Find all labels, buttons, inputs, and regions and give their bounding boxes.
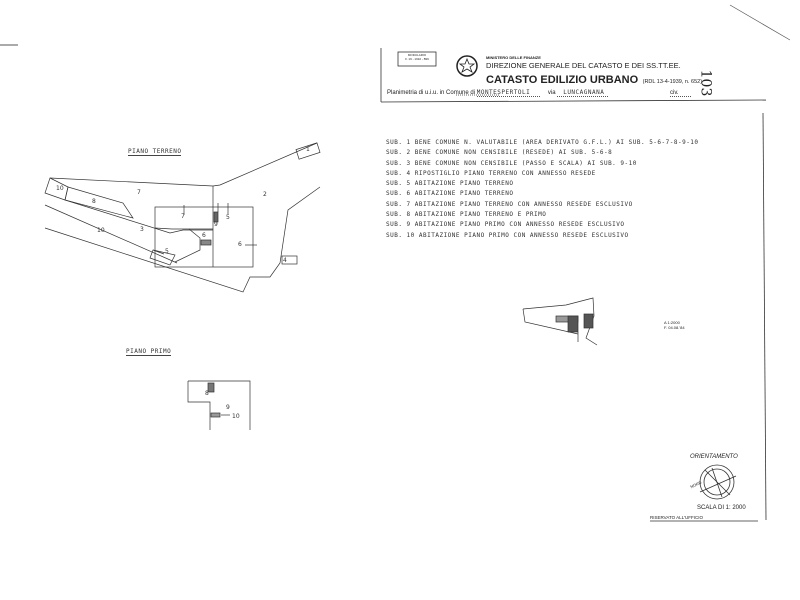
first-floor-title: PIANO PRIMO [126,348,172,356]
legend-item: SUB. 7 ABITAZIONE PIANO TERRENO CON ANNE… [386,200,633,208]
planimetria-label: Planimetria di u.i.u. in Comune di [387,90,476,96]
label-sub-6: 6 [202,232,206,239]
label-sub-10: 10 [56,185,64,192]
label-sub-6b: 6 [238,241,242,248]
legend-item: SUB. 10 ABITAZIONE PIANO PRIMO CON ANNES… [386,231,629,239]
ground-floor-labels: 1 2 3 4 5 5 6 6 7 7 8 9 10 10 [56,146,310,264]
header-frame [380,48,767,521]
civ-label: civ. [670,90,691,97]
legend-item: SUB. 5 ABITAZIONE PIANO TERRENO [386,180,514,188]
compass-rose-icon [699,464,737,500]
label-sub-7b: 7 [181,213,185,220]
comune-value: MONTESPERTOLI [476,89,541,97]
handwritten-number: 103 [697,69,714,97]
label-sub-1: 1 [306,146,310,153]
law-ref: (RDL 13-4-1939, n. 652) [642,79,703,85]
legend-item: SUB. 4 RIPOSTIGLIO PIANO TERRENO CON ANN… [386,169,596,177]
label-sub-9: 9 [214,221,218,228]
via-label: via [547,90,556,96]
orientation-title: ORIENTAMENTO [690,454,738,460]
first-floor-plan [187,380,251,430]
label-sub-3: 3 [140,226,144,233]
label-sub-5: 5 [226,214,230,221]
label-sub-8: 8 [92,198,96,205]
form-code-line2: F. 19 - 1910 - 899 [405,57,429,61]
legend-item: SUB. 3 BENE COMUNE NON CENSIBILE (PASSO … [386,159,637,167]
label-sub-2: 2 [263,191,267,198]
label-sub-5b: 5 [165,248,169,255]
label-sub-8-first: 8 [205,390,209,397]
legend-item: SUB. 1 BENE COMUNE N. VALUTABILE (AREA D… [386,139,699,146]
reserved-label: RISERVATO ALL'UFFICIO [650,515,704,520]
legend-item: SUB. 6 ABITAZIONE PIANO TERRENO [386,190,514,198]
location-note: A 1:2000 F. 04.08.'84 [664,320,685,330]
label-sub-10-first: 10 [232,413,240,420]
document-title: CATASTO EDILIZIO URBANO (RDL 13-4-1939, … [486,70,702,88]
label-sub-7: 7 [137,189,141,196]
legend-item: SUB. 2 BENE COMUNE NON CENSIBILE (RESEDE… [386,149,613,157]
legend-item: SUB. 9 ABITAZIONE PIANO PRIMO CON ANNESS… [386,221,625,229]
location-note-line1: A 1:2000 [664,320,680,325]
ministry: MINISTERO DELLE FINANZE [486,55,541,60]
ground-floor-title: PIANO TERRENO [128,148,182,156]
scan-mark [729,4,791,41]
via-value: LUNCAGNANA [557,89,609,97]
label-sub-9-first: 9 [226,404,230,411]
title: CATASTO EDILIZIO URBANO [486,74,639,86]
form-code: MODULARIO F. 19 - 1910 - 899 [400,53,434,61]
label-sub-10b: 10 [97,227,105,234]
form-code-line1: MODULARIO [407,53,427,57]
legend-item: SUB. 8 ABITAZIONE PIANO TERRENO E PRIMO [386,211,547,219]
location-map [522,297,598,346]
label-sub-4: 4 [283,257,287,264]
direction: DIREZIONE GENERALE DEL CATASTO E DEI SS.… [486,61,681,70]
location-line: Planimetria di u.i.u. in Comune di MONTE… [387,89,691,97]
scale-label: SCALA DI 1: 2000 [697,505,746,511]
republic-emblem-icon [456,55,478,77]
location-note-line2: F. 04.08.'84 [664,325,685,330]
sub-legend: SUB. 1 BENE COMUNE N. VALUTABILE (AREA D… [386,138,699,241]
ground-floor-plan [44,142,321,293]
